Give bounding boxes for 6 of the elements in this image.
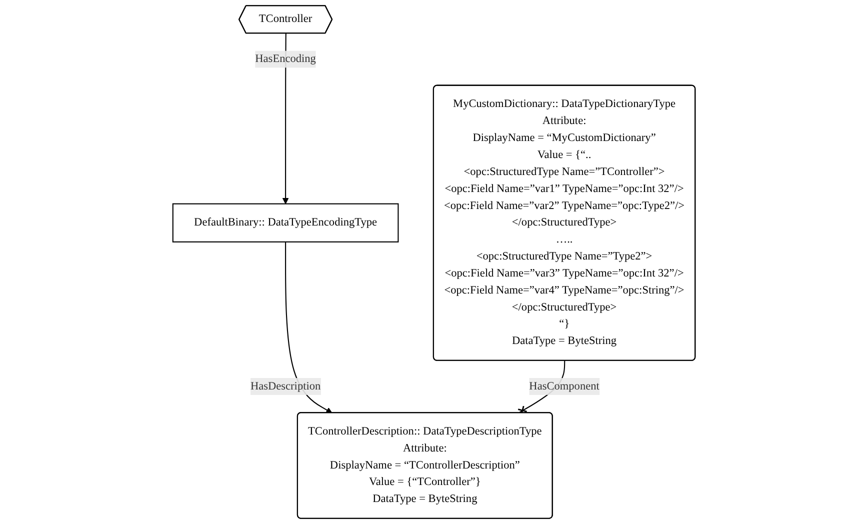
- arrow: [285, 242, 332, 414]
- edge-label: HasDescription: [250, 380, 321, 392]
- edge-label: HasComponent: [529, 380, 600, 392]
- node-box: DefaultBinary:: DataTypeEncodingType: [172, 203, 399, 242]
- edge-label: HasEncoding: [255, 52, 316, 65]
- arrow: [282, 34, 289, 204]
